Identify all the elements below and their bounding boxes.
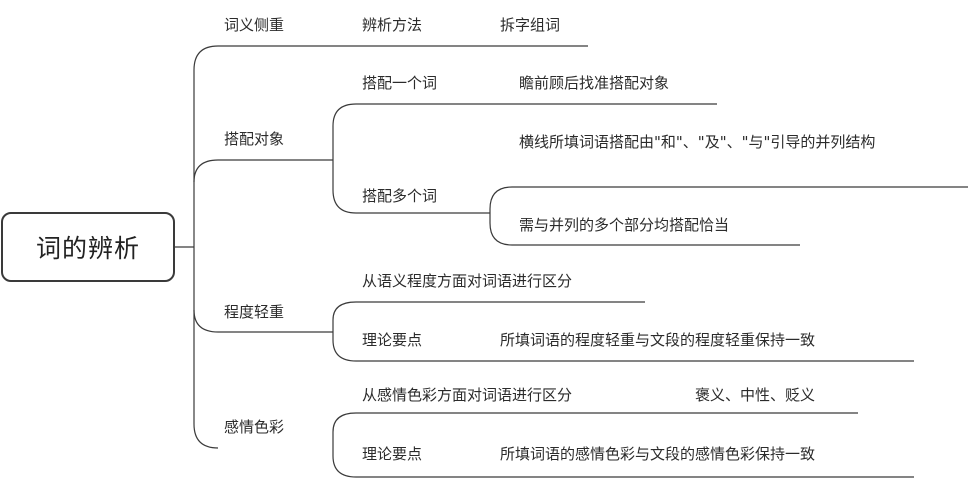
collocate-multi-words[interactable]: 搭配多个词 — [362, 187, 438, 205]
root-node[interactable]: 词的辨析 — [1, 212, 175, 282]
b2-spine — [332, 103, 357, 214]
root-label: 词的辨析 — [35, 234, 140, 263]
split-char-label[interactable]: 拆字组词 — [500, 16, 561, 34]
branch-collocation[interactable]: 搭配对象 — [224, 130, 285, 148]
b4-spine — [332, 412, 357, 478]
degree-theory-label[interactable]: 理论要点 — [362, 331, 423, 349]
level1-spine — [193, 45, 219, 449]
emotion-theory-label[interactable]: 理论要点 — [362, 445, 423, 463]
branch-emotion[interactable]: 感情色彩 — [224, 418, 285, 436]
emotion-theory-tip[interactable]: 所填词语的感情色彩与文段的感情色彩保持一致 — [500, 445, 816, 463]
collocate-multi-tip-2[interactable]: 需与并列的多个部分均搭配恰当 — [519, 216, 730, 234]
b2-s2-spine — [489, 186, 513, 246]
underline-b2 — [193, 159, 333, 183]
emotion-types[interactable]: 褒义、中性、贬义 — [695, 386, 816, 404]
degree-distinguish[interactable]: 从语义程度方面对词语进行区分 — [362, 272, 573, 290]
underline-b3 — [193, 309, 333, 333]
degree-theory-tip[interactable]: 所填词语的程度轻重与文段的程度轻重保持一致 — [500, 331, 816, 349]
collocate-multi-tip-1[interactable]: 横线所填词语搭配由"和"、"及"、"与"引导的并列结构 — [519, 133, 876, 151]
collocate-one-tip[interactable]: 瞻前顾后找准搭配对象 — [519, 74, 670, 92]
method-label[interactable]: 辨析方法 — [362, 16, 423, 34]
emotion-distinguish[interactable]: 从感情色彩方面对词语进行区分 — [362, 386, 573, 404]
branch-degree[interactable]: 程度轻重 — [224, 303, 285, 321]
collocate-one-word[interactable]: 搭配一个词 — [362, 74, 438, 92]
b3-spine — [332, 301, 357, 362]
branch-word-meaning[interactable]: 词义侧重 — [224, 16, 285, 34]
